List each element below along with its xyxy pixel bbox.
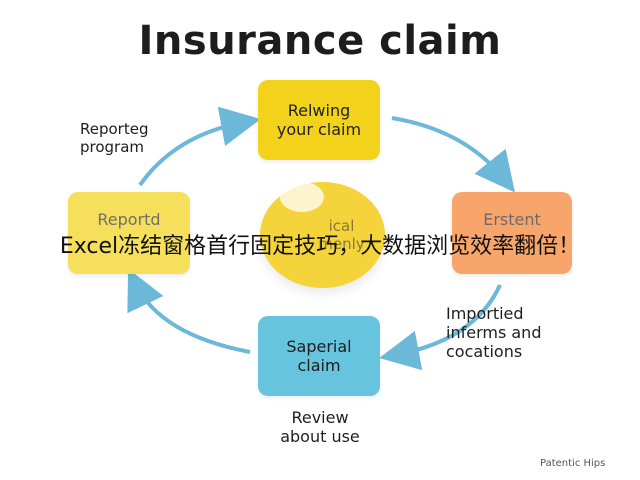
center-node: ical menly (260, 182, 385, 288)
overlay-banner: Excel冻结窗格首行固定技巧，大数据浏览效率翻倍！ (59, 234, 581, 259)
diagram-title: Insurance claim (138, 18, 502, 64)
label-top-left: Reporteg program (80, 120, 149, 156)
node-right: Erstent (452, 192, 572, 274)
label-right-lower: Importied inferms and cocations (446, 304, 542, 362)
node-left-label: Reportd (97, 210, 161, 229)
arrow-top-to-right (391, 116, 515, 193)
node-left: Reportd (68, 192, 190, 274)
label-review: Review about use (280, 408, 360, 447)
center-node-label: ical menly (318, 217, 365, 253)
node-bottom-label: Saperial claim (286, 336, 352, 375)
node-top: Relwing your claim (258, 80, 380, 160)
center-highlight (280, 182, 324, 212)
node-top-label: Relwing your claim (276, 100, 362, 139)
arrow-right-to-bottom (379, 284, 502, 371)
node-right-label: Erstent (483, 210, 541, 229)
arrow-left-to-top (138, 106, 261, 187)
node-bottom: Saperial claim (258, 316, 380, 396)
arrow-bottom-to-left (127, 268, 251, 354)
footer-credit: Patentic Hips (540, 458, 606, 469)
